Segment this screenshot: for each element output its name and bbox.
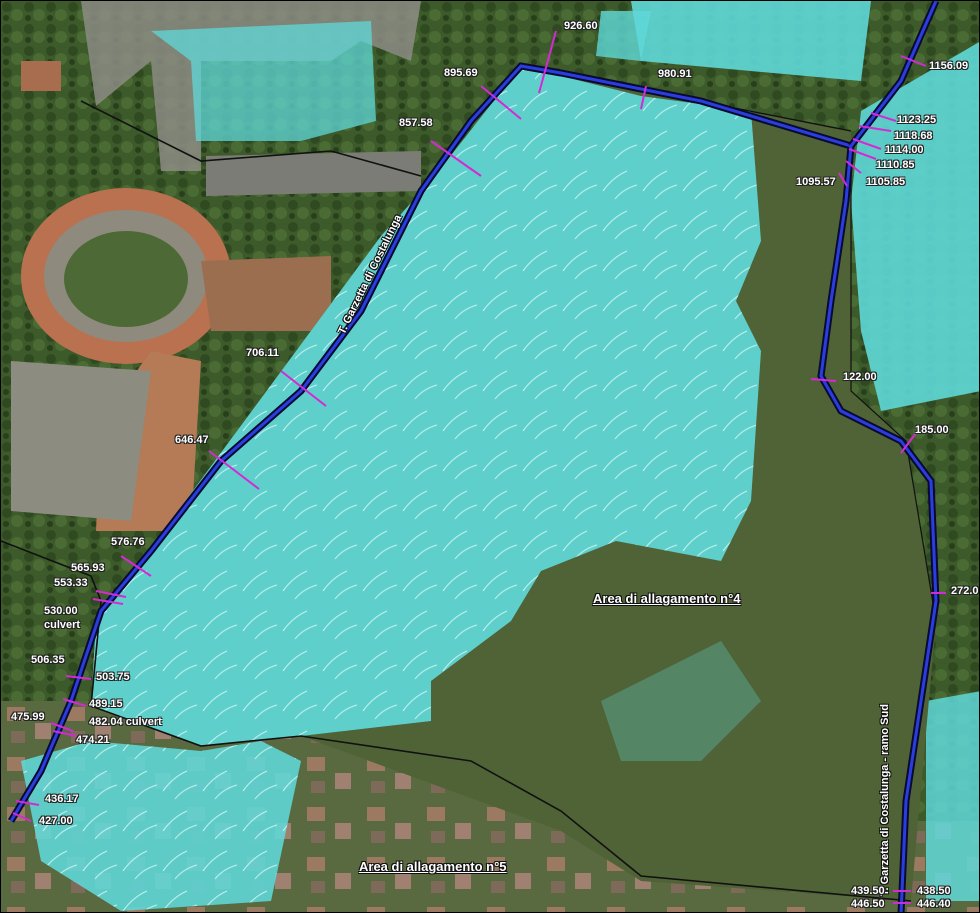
area-label-5: Area di allagamento n°5 (359, 859, 507, 874)
section-label: 980.91 (658, 68, 692, 80)
section-label: 446.50 (851, 898, 885, 910)
section-label: 489.15 (89, 698, 123, 710)
section-label: 1156.09 (929, 60, 969, 72)
section-label: 436.17 (45, 793, 79, 805)
section-label: 895.69 (444, 67, 478, 79)
main-channel-line (9, 64, 938, 912)
section-label: 565.93 (71, 562, 105, 574)
section-label: 185.00 (915, 424, 949, 436)
section-label: 475.99 (11, 711, 45, 723)
section-label: 530.00 (44, 605, 78, 617)
section-label: 706.11 (246, 347, 280, 359)
section-label: 1118.68 (894, 130, 933, 142)
section-label: 1123.25 (897, 114, 937, 126)
section-label: 503.75 (96, 671, 130, 683)
section-label: 482.04 culvert (89, 716, 162, 728)
section-label: 926.60 (564, 20, 598, 32)
section-label: 576.76 (111, 536, 145, 548)
section-label: 553.33 (54, 577, 88, 589)
section-label: 446.40 (917, 898, 951, 910)
river-label-ramo-sud: T. Garzetta di Costalunga - ramo Sud (879, 704, 891, 896)
area-label-4: Area di allagamento n°4 (593, 591, 741, 606)
section-label: 122.00 (843, 371, 877, 383)
section-label: 1110.85 (876, 159, 915, 171)
section-label: 1105.85 (866, 176, 906, 188)
section-label: culvert (44, 619, 81, 631)
section-label: 474.21 (76, 734, 110, 746)
section-label: 857.58 (399, 117, 433, 129)
section-label: 438.50 (917, 885, 951, 897)
section-label: 646.47 (175, 434, 209, 446)
section-label: 1095.57 (796, 176, 836, 188)
section-label: 427.00 (39, 815, 73, 827)
section-label: 272.0 (951, 585, 979, 597)
section-label: 1114.00 (885, 144, 924, 156)
section-label: 439.50 (851, 885, 885, 897)
section-label: 506.35 (31, 654, 65, 666)
